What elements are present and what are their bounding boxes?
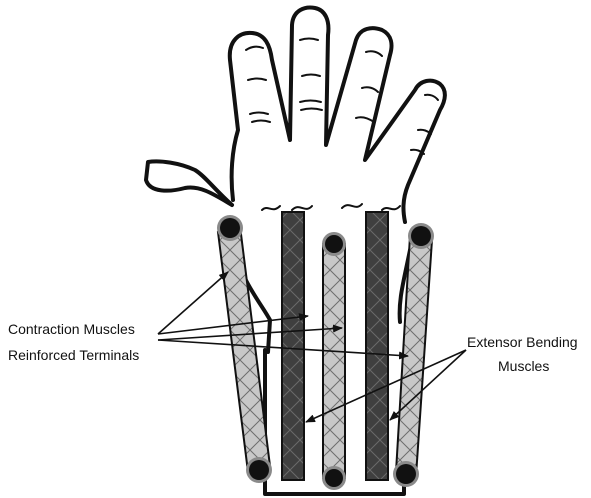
terminal-top-right [408,223,434,249]
arrow-to-contraction-left [158,272,228,334]
terminal-top-center [322,232,346,256]
extensor-muscle-left [282,212,304,480]
terminal-bottom-left [246,457,272,483]
label-reinforced-terminals: Reinforced Terminals [8,346,139,364]
terminal-bottom-right [393,461,419,487]
hand-contour [230,8,445,222]
label-extensor-muscles: Muscles [498,357,549,375]
thumb-contour [146,161,232,205]
terminal-top-left [217,215,243,241]
contraction-muscle-left [218,226,270,472]
extensor-muscle-right [366,212,388,480]
contraction-muscle-center [323,244,345,478]
terminal-bottom-center [322,466,346,490]
label-contraction-muscles: Contraction Muscles [8,320,135,338]
contraction-muscles [218,226,432,478]
label-extensor-bending: Extensor Bending [467,333,578,351]
